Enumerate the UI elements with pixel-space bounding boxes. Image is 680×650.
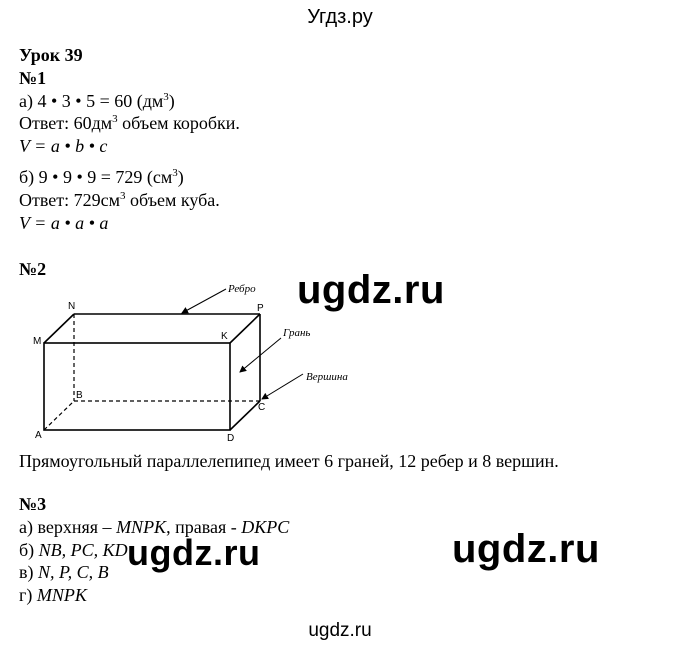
task3-b: б) NB, PC, KD bbox=[19, 540, 128, 561]
edge-dc bbox=[229, 400, 261, 431]
vertex-label-n: N bbox=[68, 301, 75, 312]
watermark: ugdz.ru bbox=[452, 527, 600, 571]
solid-edges bbox=[43, 313, 261, 431]
task3-a-mid: , правая - bbox=[166, 517, 242, 537]
task1-b-calc-close: ) bbox=[177, 167, 184, 187]
task1-a-answer: Ответ: 60дм3 объем коробки. bbox=[19, 113, 240, 134]
hidden-edges bbox=[43, 314, 260, 431]
task1-a-answer-tail: объем коробки. bbox=[117, 113, 240, 133]
task1-a-calc-text: а) 4 • 3 • 5 = 60 (дм bbox=[19, 91, 164, 111]
task1-a-answer-exponent: 3 bbox=[112, 113, 118, 125]
vertex-label-p: P bbox=[257, 303, 264, 314]
task3-c: в) N, P, C, B bbox=[19, 562, 109, 583]
task3-c-value: N, P, C, B bbox=[38, 562, 109, 582]
task1-b-formula: V = a • a • a bbox=[19, 213, 109, 233]
task2-statement: Прямоугольный параллелепипед имеет 6 гра… bbox=[19, 451, 559, 471]
vertex-label-b: B bbox=[76, 390, 83, 401]
task1-b-calc-exponent: 3 bbox=[172, 167, 178, 179]
task1-b-answer: Ответ: 729см3 объем куба. bbox=[19, 190, 220, 211]
edge-arrow bbox=[181, 288, 227, 314]
site-footer: ugdz.ru bbox=[308, 620, 372, 641]
task1-a-calc-exponent: 3 bbox=[163, 91, 169, 103]
task3-a-right-face: DKPC bbox=[241, 517, 290, 537]
task1-number: №1 bbox=[19, 68, 47, 88]
vertex-label-a: A bbox=[35, 430, 42, 441]
task1-b-answer-tail: объем куба. bbox=[125, 190, 220, 210]
task3-d: г) MNPK bbox=[19, 585, 87, 606]
task3-a-prefix: а) верхняя – bbox=[19, 517, 117, 537]
face-arrow bbox=[239, 337, 282, 373]
task1-a-calc-close: ) bbox=[168, 91, 175, 111]
task3-a: а) верхняя – MNPK, правая - DKPC bbox=[19, 517, 289, 538]
watermark: ugdz.ru bbox=[297, 268, 445, 312]
task1-a-answer-text: Ответ: 60дм bbox=[19, 113, 113, 133]
vertex-label-m: M bbox=[33, 336, 41, 347]
task1-b-calc-text: б) 9 • 9 • 9 = 729 (см bbox=[19, 167, 173, 187]
task1-a-calculation: а) 4 • 3 • 5 = 60 (дм3) bbox=[19, 91, 175, 112]
task3-d-prefix: г) bbox=[19, 585, 37, 605]
task1-b-answer-text: Ответ: 729см bbox=[19, 190, 120, 210]
task2-number: №2 bbox=[19, 259, 47, 279]
front-face-edges bbox=[43, 342, 231, 431]
vertex-label-k: K bbox=[221, 331, 228, 342]
task3-d-value: MNPK bbox=[36, 585, 87, 605]
annotation-vertex: Вершина bbox=[306, 371, 348, 383]
task3-b-prefix: б) bbox=[19, 540, 39, 560]
task1-b-calculation: б) 9 • 9 • 9 = 729 (см3) bbox=[19, 167, 184, 188]
vertex-arrow bbox=[261, 373, 304, 400]
vertex-label-c: C bbox=[258, 402, 265, 413]
annotation-face: Грань bbox=[282, 327, 310, 339]
vertex-label-d: D bbox=[227, 433, 234, 444]
edge-kp bbox=[229, 313, 261, 344]
task3-b-value: NB, PC, KD bbox=[38, 540, 128, 560]
site-header: Угдз.ру bbox=[307, 6, 373, 28]
lesson-title: Урок 39 bbox=[19, 45, 83, 65]
task3-number: №3 bbox=[19, 494, 47, 514]
annotation-edge: Ребро bbox=[227, 283, 256, 295]
edge-mn bbox=[43, 313, 75, 344]
task1-a-formula: V = a • b • c bbox=[19, 136, 108, 156]
parallelepiped-figure: N P M K B C A D Ребро Грань Вершина bbox=[33, 283, 348, 444]
task3-a-top-face: MNPK bbox=[116, 517, 167, 537]
edge-ab bbox=[43, 400, 75, 431]
watermark: ugdz.ru bbox=[127, 532, 261, 573]
task1-b-answer-exponent: 3 bbox=[120, 190, 126, 202]
task3-c-prefix: в) bbox=[19, 562, 38, 582]
